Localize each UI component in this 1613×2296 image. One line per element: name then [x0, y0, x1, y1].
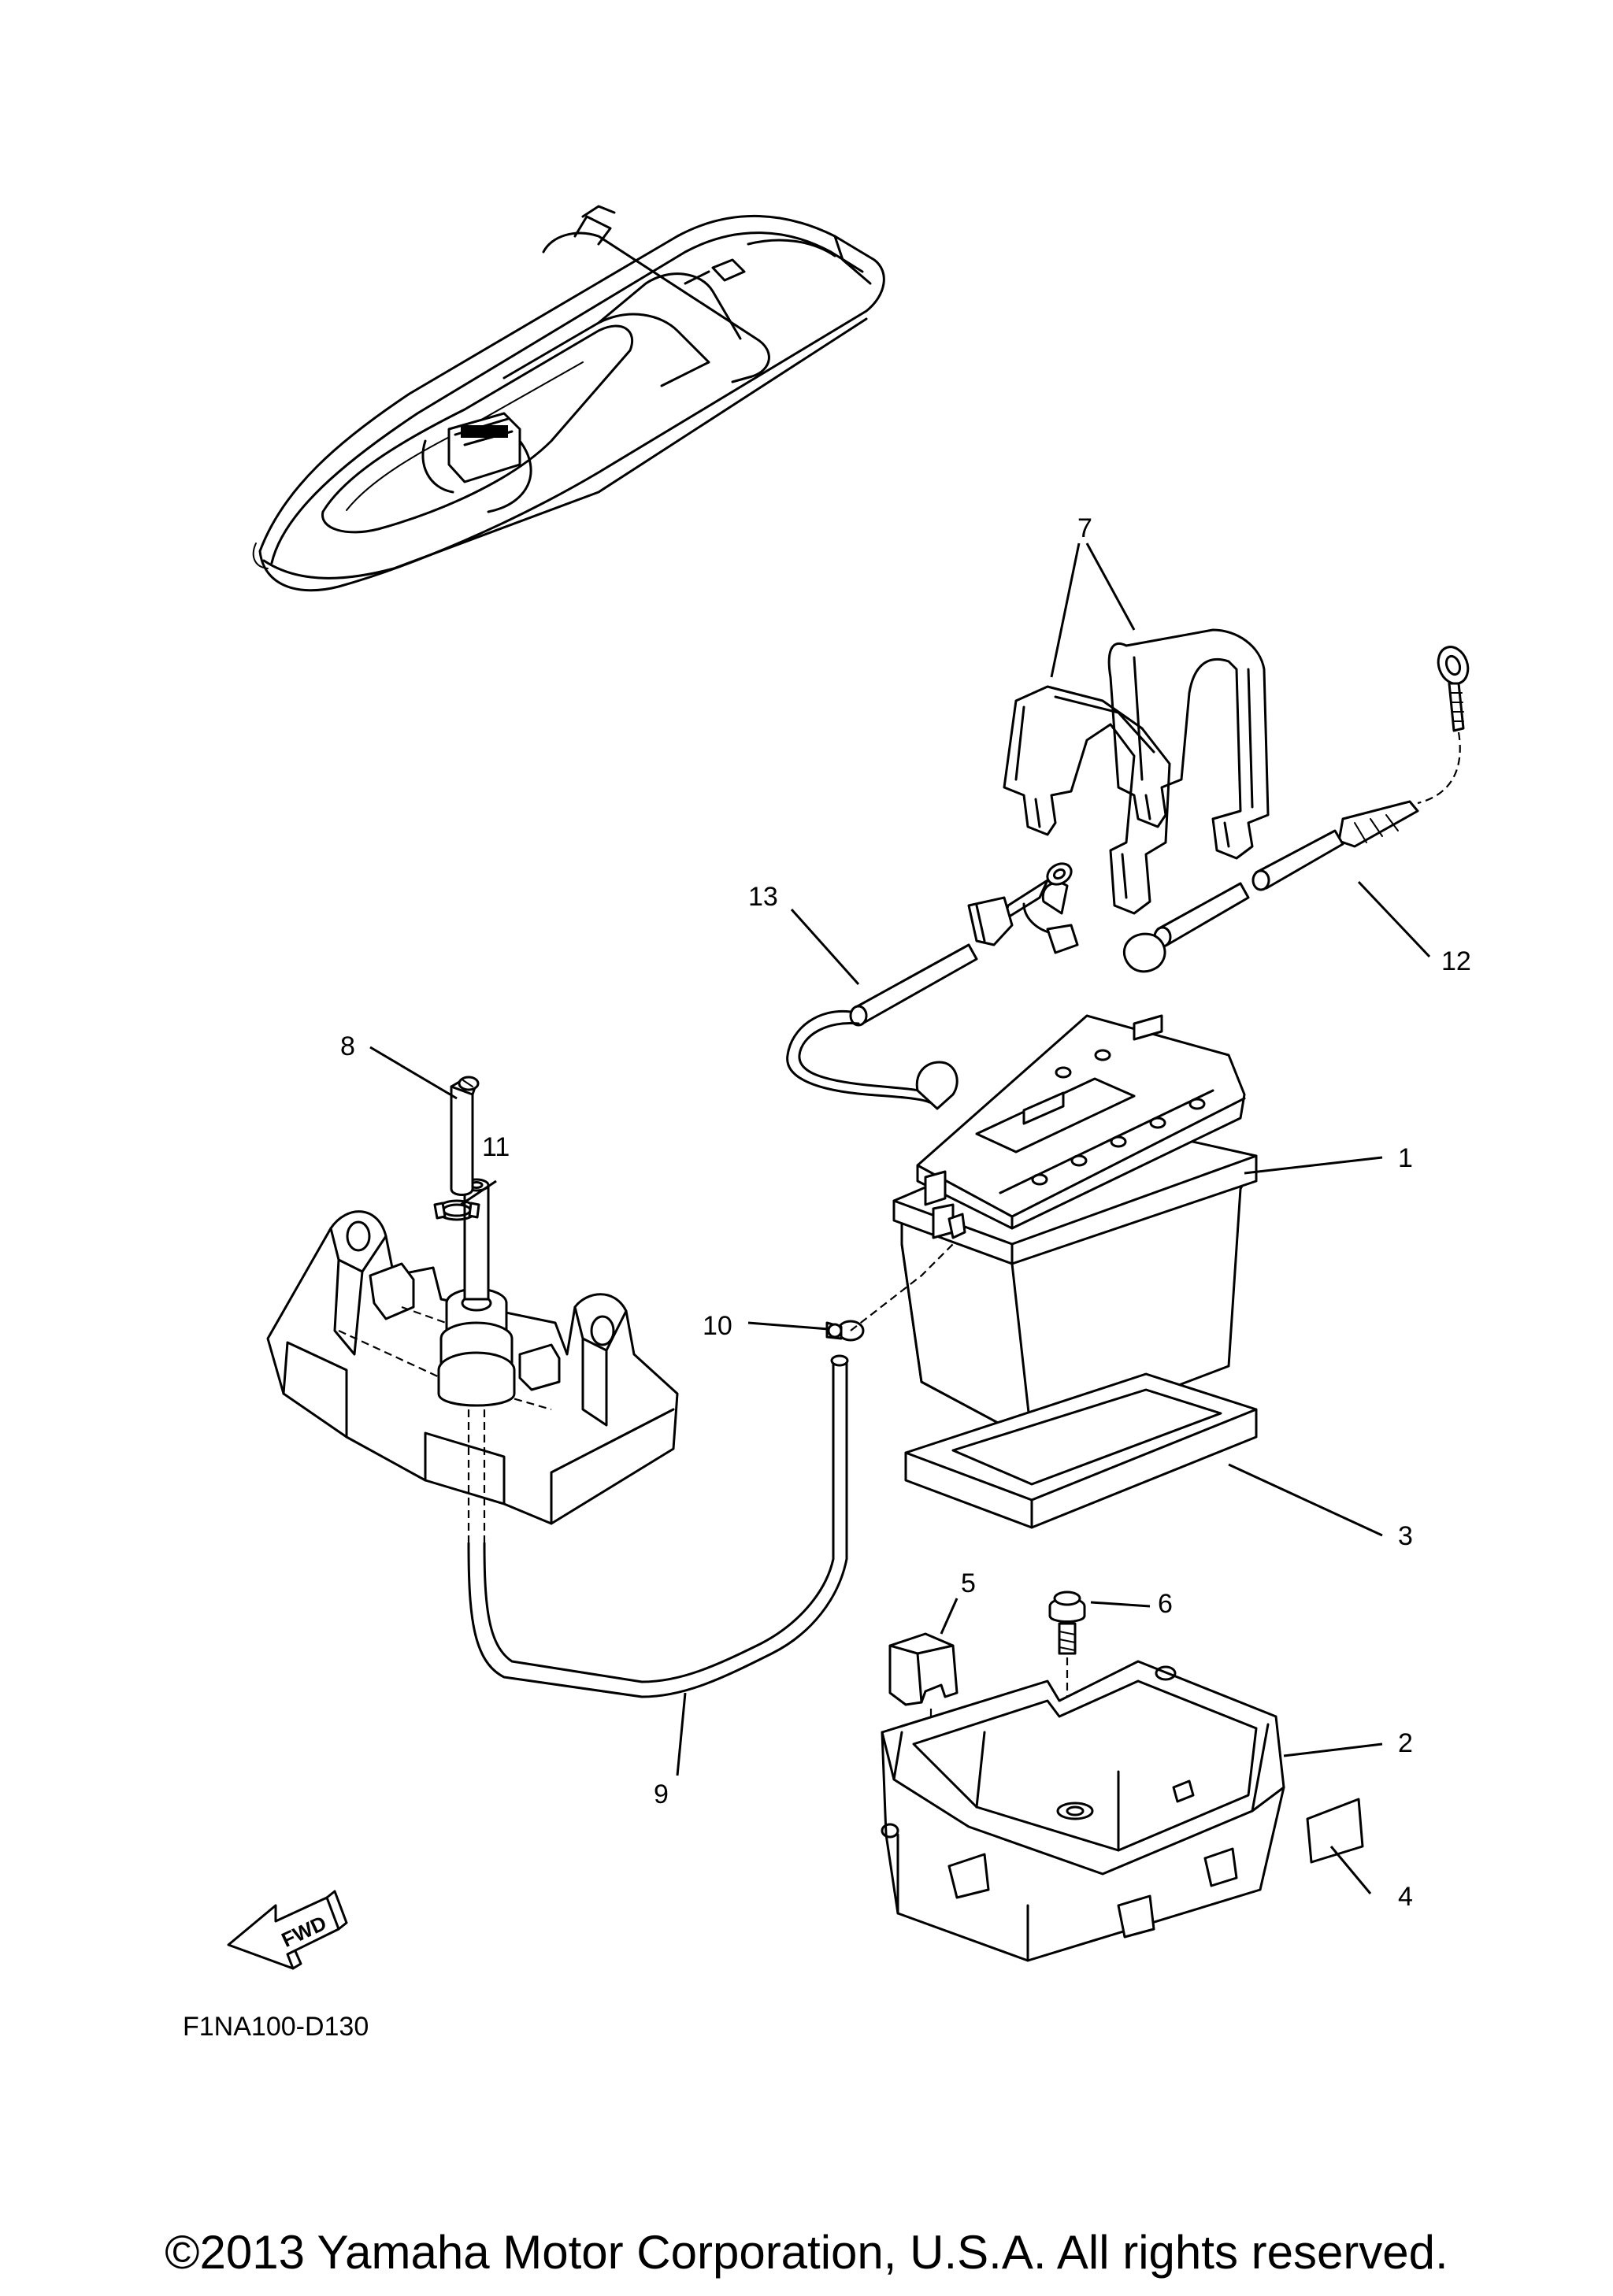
part-7-battery-band [1003, 628, 1270, 915]
callout-12: 12 [1441, 946, 1471, 976]
copyright-notice: ©2013 Yamaha Motor Corporation, U.S.A. A… [165, 2226, 1448, 2279]
battery-holder-bracket [266, 1178, 679, 1543]
part-11-clip [433, 1199, 480, 1221]
forward-direction-arrow: FWD [227, 1890, 348, 1970]
diagram-code: F1NA100-D130 [183, 2012, 369, 2042]
part-8-pipe [450, 1076, 480, 1196]
part-9-breather-hose [467, 1243, 954, 1698]
part-3-battery-mat [904, 1372, 1258, 1529]
callout-numbers: 1 2 3 4 5 6 7 8 9 10 11 12 13 [340, 513, 1471, 1912]
callout-3: 3 [1398, 1521, 1413, 1551]
part-2-battery-box [881, 1660, 1285, 1962]
leader-lines [369, 543, 1431, 1894]
part-4-pad [1306, 1798, 1364, 1864]
callout-9: 9 [654, 1779, 669, 1809]
part-13-battery-negative-lead [786, 862, 1079, 1110]
callout-1: 1 [1398, 1143, 1413, 1173]
callout-2: 2 [1398, 1728, 1413, 1758]
callout-11: 11 [482, 1132, 510, 1162]
battery-location-icon [421, 412, 532, 513]
watercraft-overview-illustration [252, 205, 885, 592]
callout-6: 6 [1158, 1589, 1173, 1619]
part-12-battery-positive-lead [1123, 646, 1470, 973]
callout-5: 5 [961, 1568, 976, 1598]
callout-10: 10 [703, 1311, 732, 1341]
part-1-battery [892, 1014, 1258, 1442]
callout-7: 7 [1077, 513, 1092, 543]
part-10-clip [825, 1320, 865, 1342]
callout-8: 8 [340, 1031, 355, 1061]
callout-13: 13 [748, 882, 778, 912]
callout-4: 4 [1398, 1882, 1413, 1912]
